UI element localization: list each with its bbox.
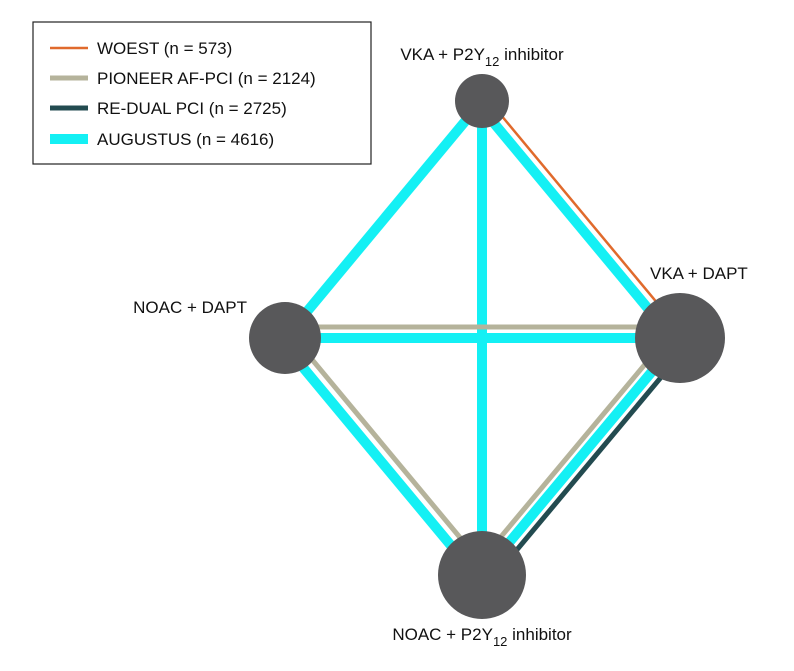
node-left-label: NOAC + DAPT [133, 298, 247, 317]
node-left [249, 302, 321, 374]
node-bottom-label-rest: inhibitor [507, 625, 572, 644]
node-bottom [438, 531, 526, 619]
legend-label-woest: WOEST (n = 573) [97, 39, 232, 58]
edge-right-bottom-pioneer [472, 330, 674, 571]
edge-right-bottom-augustus [478, 334, 684, 579]
node-top [455, 74, 509, 128]
node-top-label-main: VKA + P2Y [400, 45, 485, 64]
node-bottom-label-main: NOAC + P2Y [392, 625, 493, 644]
legend-frame [32, 21, 372, 165]
legend: WOEST (n = 573) PIONEER AF-PCI (n = 2124… [32, 21, 372, 165]
edge-left-bottom-pioneer [288, 331, 489, 572]
nodes [249, 74, 725, 619]
node-bottom-label: NOAC + P2Y12 inhibitor [392, 625, 572, 649]
node-top-label: VKA + P2Y12 inhibitor [400, 45, 564, 69]
edge-top-right-woest [485, 96, 684, 335]
legend-label-pioneer: PIONEER AF-PCI (n = 2124) [97, 69, 316, 88]
edge-top-right-augustus [474, 100, 679, 345]
legend-label-augustus: AUGUSTUS (n = 4616) [97, 130, 274, 149]
node-bottom-label-sub: 12 [493, 634, 507, 649]
node-right-label: VKA + DAPT [650, 264, 748, 283]
node-top-label-rest: inhibitor [499, 45, 564, 64]
edge-left-bottom-augustus [277, 337, 482, 582]
legend-label-redual: RE-DUAL PCI (n = 2725) [97, 99, 287, 118]
edge-top-left-augustus [281, 97, 486, 342]
node-top-label-sub: 12 [485, 54, 499, 69]
node-right [635, 293, 725, 383]
node-labels: VKA + P2Y12 inhibitor NOAC + DAPT VKA + … [133, 45, 748, 649]
edge-right-bottom-redual [488, 343, 690, 584]
edges [277, 96, 690, 584]
